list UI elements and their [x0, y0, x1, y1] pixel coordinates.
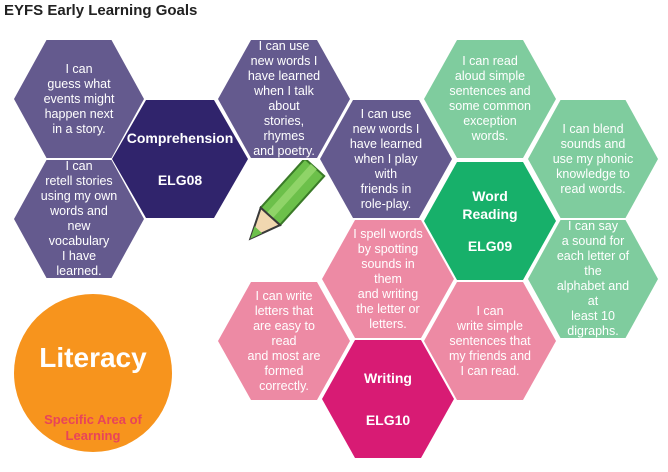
hex-write-sentences: I can write simple sentences that my fri… [424, 282, 556, 400]
literacy-title: Literacy [39, 342, 147, 373]
hex-shape [528, 100, 658, 218]
hex-text: I can write letters that are easy to rea… [247, 288, 321, 393]
hex-text: I can blend sounds and use my phonic kno… [552, 121, 634, 196]
hex-text: I can use new words I have learned when … [247, 39, 321, 158]
goal-code: ELG10 [365, 412, 411, 428]
hex-heading: Word Reading ELG09 [424, 162, 556, 280]
literacy-circle: Literacy Specific Area of Learning [14, 294, 172, 452]
hex-say-sound: I can say a sound for each letter of the… [528, 219, 658, 338]
page-title: EYFS Early Learning Goals [4, 2, 198, 19]
hex-text: I can retell stories using my own words … [40, 159, 118, 278]
hex-read-aloud: I can read aloud simple sentences and so… [424, 40, 556, 158]
hex-new-words-play: I can use new words I have learned when … [320, 100, 452, 218]
hex-text: I can say a sound for each letter of the… [556, 219, 630, 338]
hex-retell-stories: I can retell stories using my own words … [14, 159, 144, 278]
hex-comprehension: Comprehension ELG08 [112, 100, 248, 218]
hex-text: I can guess what events might happen nex… [43, 61, 115, 136]
hex-text: I can read aloud simple sentences and so… [449, 54, 531, 143]
hex-heading: Writing ELG10 [322, 340, 454, 458]
hex-shape [218, 40, 350, 158]
hex-spell-words: I spell words by spotting sounds in them… [322, 220, 454, 338]
goal-name: Writing [364, 370, 412, 386]
goal-code: ELG09 [467, 238, 513, 254]
goal-name: Comprehension [126, 130, 234, 146]
pencil-icon [248, 160, 326, 241]
hex-heading: Comprehension ELG08 [112, 100, 248, 218]
hex-text: I spell words by spotting sounds in them… [353, 226, 423, 331]
goal-code: ELG08 [157, 172, 203, 188]
hex-shape [528, 220, 658, 338]
hex-word-reading: Word Reading ELG09 [424, 162, 556, 280]
hex-text: I can write simple sentences that my fri… [449, 303, 531, 378]
hex-blend-sounds: I can blend sounds and use my phonic kno… [528, 100, 658, 218]
hex-shape [424, 40, 556, 158]
hex-shape [112, 100, 248, 218]
goal-name: Word Reading [462, 188, 518, 222]
hex-writing: Writing ELG10 [322, 340, 454, 458]
hex-text: I can use new words I have learned when … [349, 106, 423, 211]
hex-guess-events: I can guess what events might happen nex… [14, 40, 144, 158]
hex-new-words-talk: I can use new words I have learned when … [218, 39, 350, 158]
hex-write-letters: I can write letters that are easy to rea… [218, 282, 350, 400]
literacy-subtitle: Specific Area of Learning [44, 412, 142, 443]
